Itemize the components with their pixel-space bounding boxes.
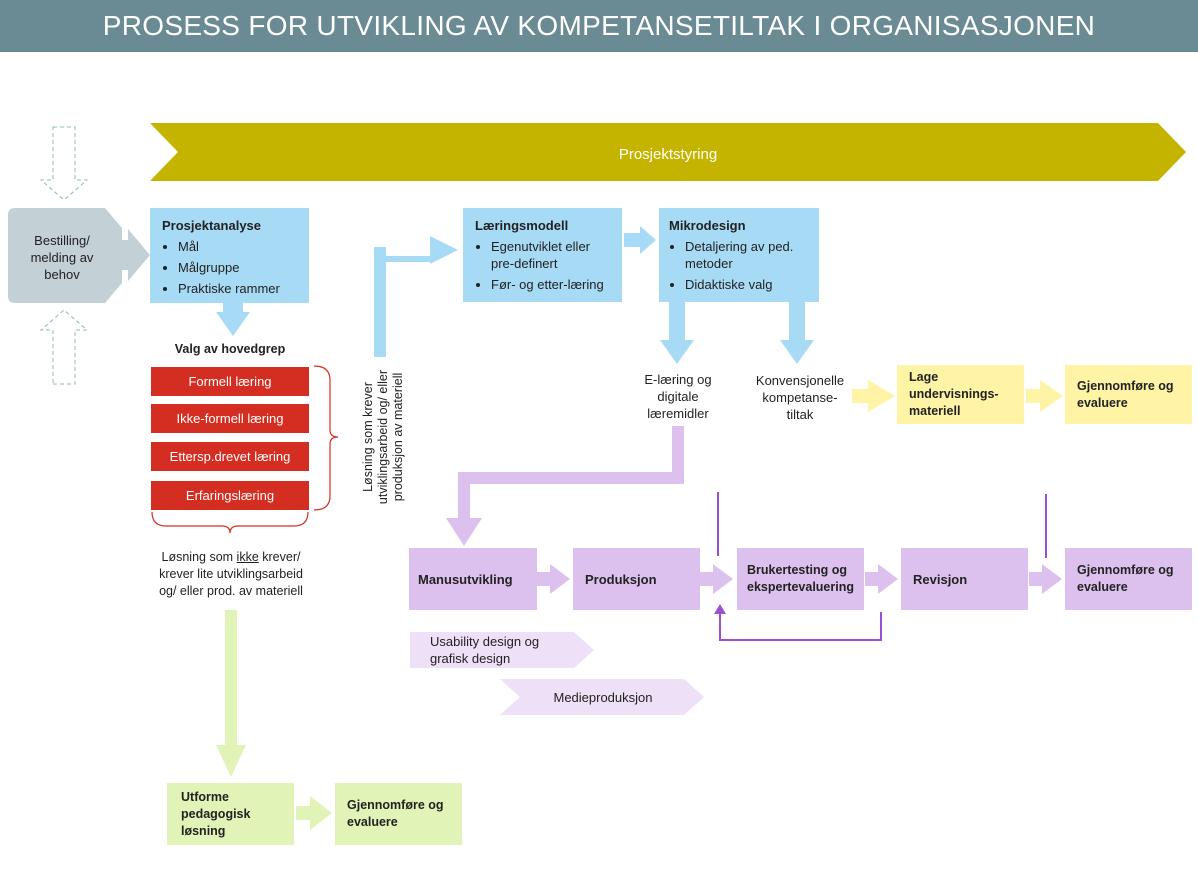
micro-design-item: Detaljering av ped. metoder [685,238,809,272]
dashed-arrow-down-icon [39,126,89,201]
learning-model-item: Egenutviklet eller pre-definert [491,238,610,272]
project-analysis-box: Prosjektanalyse Mål Målgruppe Praktiske … [150,208,309,303]
project-analysis-item: Mål [178,238,297,255]
main-grip-item: Erfaringslæring [151,481,309,510]
project-management-banner [150,123,1186,181]
purple-arrow-right-icon-1 [537,564,570,594]
green-arrow-right-icon [296,796,332,830]
red-bracket-right [313,365,339,511]
dashed-arrow-up-icon [39,309,89,385]
project-analysis-item: Praktiske rammer [178,280,297,297]
conventional-label: Konvensjonelle kompetanse-tiltak [755,373,845,422]
yellow-arrow-right-icon-1 [852,380,895,412]
design-solution-box: Utforme pedagogisk løsning [167,783,294,845]
micro-design-box: Mikrodesign Detaljering av ped. metoder … [659,208,819,302]
micro-design-item: Didaktiske valg [685,276,809,293]
banner-label: Prosjektstyring [619,146,717,163]
solution-no-dev-text: Løsning som ikke krever/ krever lite utv… [159,550,303,598]
blue-arrow-down-icon-right [780,302,814,364]
purple-elbow-arrow-icon [446,426,684,546]
learning-model-item: Før- og etter-læring [491,276,610,293]
main-grip-item: Ettersp.drevet læring [151,442,309,471]
user-testing-box: Brukertesting og ekspertevaluering [737,548,864,610]
purple-execute-box: Gjennomføre og evaluere [1065,548,1192,610]
green-arrow-down-icon [216,610,246,777]
green-execute-box: Gjennomføre og evaluere [335,783,462,845]
yellow-arrow-right-icon-2 [1026,380,1063,412]
red-bracket-bottom [151,511,309,534]
media-shape [500,679,704,715]
project-analysis-item: Målgruppe [178,259,297,276]
grey-arrow-right-icon [120,229,150,281]
main-grip-item: Ikke-formell læring [151,404,309,433]
usability-shape [410,632,594,668]
purple-arrow-right-icon-2 [700,564,733,594]
production-box: Produksjon [573,548,700,610]
main-grip-heading: Valg av hovedgrep [174,342,286,356]
page-title: PROSESS FOR UTVIKLING AV KOMPETANSETILTA… [0,0,1198,52]
revision-loop-line [719,612,882,641]
learning-model-box: Læringsmodell Egenutviklet eller pre-def… [463,208,622,302]
micro-design-title: Mikrodesign [669,218,746,233]
purple-arrow-right-icon-4 [1029,564,1062,594]
usability-label: Usability design og grafisk design [430,634,540,666]
learning-model-title: Læringsmodell [475,218,569,233]
blue-arrow-down-icon [216,302,250,336]
script-development-box: Manusutvikling [409,548,537,610]
main-grip-item: Formell læring [151,367,309,396]
order-shape [8,208,122,303]
media-label: Medieproduksjon [553,690,653,705]
blue-elbow-arrow-icon [374,236,458,355]
solution-dev-text: Løsning som krever utviklingsarbeid og/ … [361,369,405,505]
loop-arrow-up-icon [714,604,726,614]
blue-arrow-down-icon-left [660,302,694,364]
create-material-box: Lage undervisnings-materiell [897,365,1024,424]
revision-box: Revisjon [901,548,1028,610]
blue-arrow-right-icon [624,226,656,254]
elearning-label: E-læring og digitale læremidler [644,372,712,421]
order-label: Bestilling/ melding av behov [30,233,94,282]
yellow-execute-box: Gjennomføre og evaluere [1065,365,1192,424]
purple-arrow-right-icon-3 [865,564,898,594]
project-analysis-title: Prosjektanalyse [162,218,262,233]
